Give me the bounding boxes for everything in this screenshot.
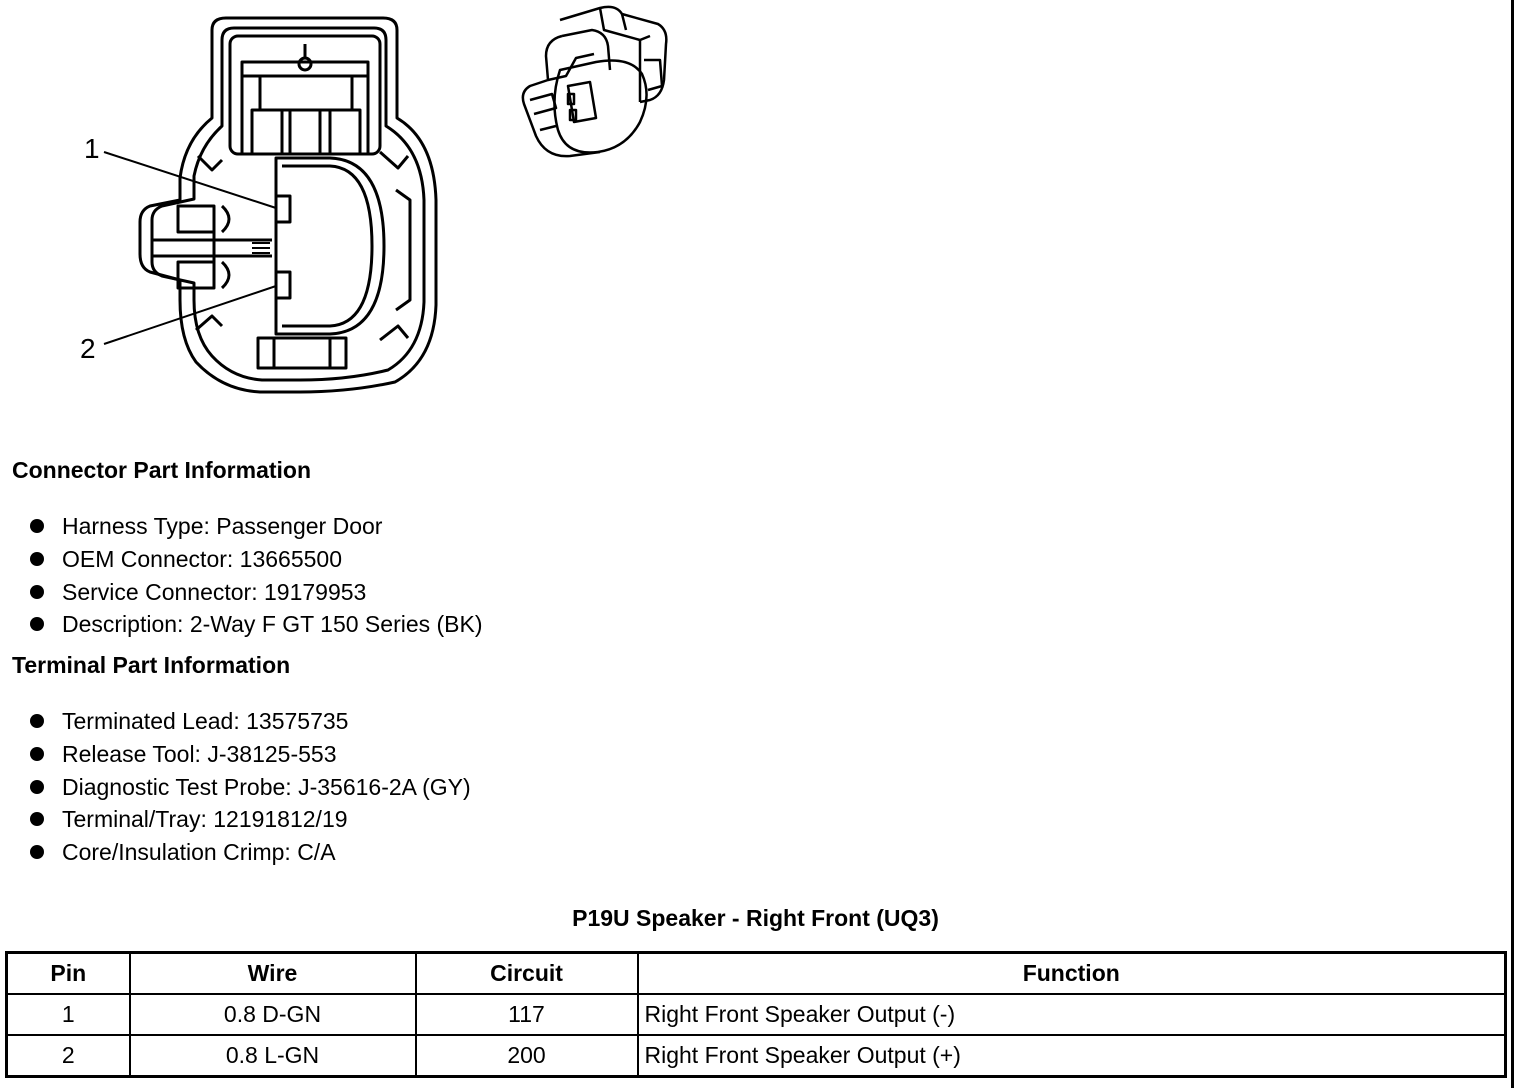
list-item: Service Connector: 19179953 <box>0 576 483 609</box>
pin-2-callout: 2 <box>80 333 96 364</box>
list-item: Core/Insulation Crimp: C/A <box>0 836 471 869</box>
bullet-icon <box>30 617 44 632</box>
terminal-info-heading: Terminal Part Information <box>12 652 291 678</box>
table-row: 1 0.8 D-GN 117 Right Front Speaker Outpu… <box>5 993 1507 1036</box>
cell-wire: 0.8 L-GN <box>128 1034 417 1078</box>
list-item: OEM Connector: 13665500 <box>0 543 483 576</box>
cell-wire: 0.8 D-GN <box>128 993 417 1036</box>
bullet-icon <box>30 779 44 794</box>
bullet-icon <box>30 551 44 566</box>
bullet-icon <box>30 746 44 761</box>
cell-pin: 2 <box>5 1034 131 1078</box>
bullet-icon <box>30 519 44 533</box>
bullet-icon <box>30 812 44 827</box>
cell-pin: 1 <box>5 993 131 1036</box>
pin-1-callout: 1 <box>84 133 100 164</box>
connector-info-list: Harness Type: Passenger Door OEM Connect… <box>0 510 483 641</box>
table-row: 2 0.8 L-GN 200 Right Front Speaker Outpu… <box>5 1034 1507 1078</box>
pinout-table: Pin Wire Circuit Function 1 0.8 D-GN 117… <box>5 951 1507 1078</box>
list-item: Terminated Lead: 13575735 <box>0 705 471 738</box>
cell-circuit: 200 <box>414 1034 639 1078</box>
page-right-border <box>1511 0 1514 1088</box>
column-header-pin: Pin <box>5 951 131 995</box>
list-item: Diagnostic Test Probe: J-35616-2A (GY) <box>0 771 471 804</box>
connector-face-diagram: 1 2 <box>80 5 668 394</box>
connector-info-heading: Connector Part Information <box>12 457 312 483</box>
pin-1-leader <box>103 151 277 209</box>
list-item: Harness Type: Passenger Door <box>0 510 483 543</box>
list-item: Terminal/Tray: 12191812/19 <box>0 803 471 836</box>
column-header-wire: Wire <box>128 951 417 995</box>
column-header-circuit: Circuit <box>414 951 639 995</box>
table-header-row: Pin Wire Circuit Function <box>5 951 1507 995</box>
pin-2-leader <box>103 285 277 345</box>
bullet-icon <box>30 584 44 599</box>
bullet-icon <box>30 845 44 860</box>
cell-function: Right Front Speaker Output (+) <box>636 1034 1507 1078</box>
connector-isometric-view <box>521 5 668 158</box>
column-header-function: Function <box>636 951 1507 995</box>
cell-circuit: 117 <box>414 993 639 1036</box>
pinout-table-title: P19U Speaker - Right Front (UQ3) <box>572 905 939 931</box>
terminal-info-list: Terminated Lead: 13575735 Release Tool: … <box>0 705 471 869</box>
list-item: Release Tool: J-38125-553 <box>0 738 471 771</box>
bullet-icon <box>30 714 44 728</box>
cell-function: Right Front Speaker Output (-) <box>636 993 1507 1036</box>
list-item: Description: 2-Way F GT 150 Series (BK) <box>0 608 483 641</box>
